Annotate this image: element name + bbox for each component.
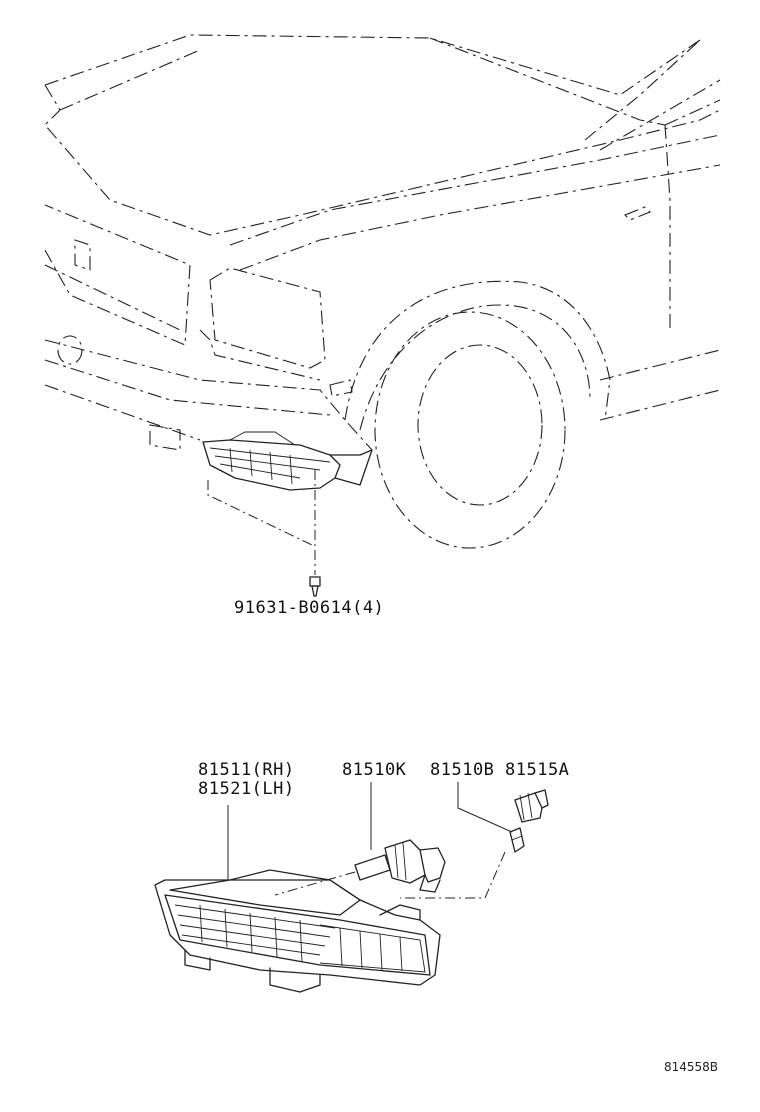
- callout-socket: 81510B: [430, 760, 495, 780]
- wedge-bulb-icon: [509, 827, 525, 853]
- car-body-outline: [44, 34, 721, 549]
- bulb-socket-icon: [514, 789, 549, 823]
- leader-line-socket-chain: [400, 851, 506, 899]
- installed-lamp: [202, 431, 373, 491]
- callout-bulb-small: 81515A: [505, 760, 570, 780]
- leader-line-screw: [207, 480, 313, 546]
- leader-line-bulb-chain: [274, 871, 356, 896]
- callout-lamp-rh: 81511(RH): [198, 760, 295, 780]
- callout-lamp-lh: 81521(LH): [198, 779, 295, 799]
- halogen-bulb-icon: [354, 839, 446, 893]
- screw-icon: [309, 576, 321, 597]
- callout-bulb: 81510K: [342, 760, 407, 780]
- leader-line-socket: [457, 782, 513, 833]
- lamp-assembly: [154, 869, 441, 993]
- callout-screw: 91631-B0614(4): [234, 598, 385, 618]
- drawing-code: 814558B: [664, 1060, 719, 1074]
